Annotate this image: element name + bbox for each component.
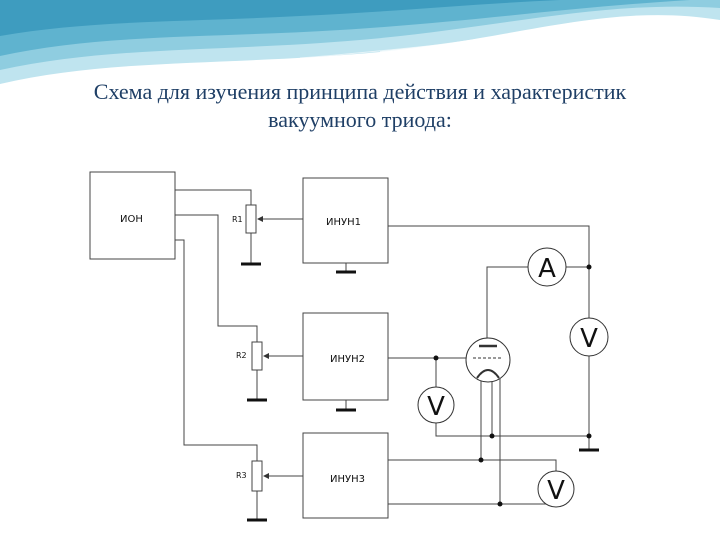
r3-label: R3	[236, 471, 247, 480]
voltmeter-grid-label: V	[427, 392, 445, 422]
voltmeter-anode	[569, 317, 609, 357]
inun3-label: ИНУН3	[330, 474, 365, 485]
inun1-block	[302, 177, 389, 264]
r2-label: R2	[236, 351, 247, 360]
slide-title: Схема для изучения принципа действия и х…	[0, 78, 720, 134]
title-line-1: Схема для изучения принципа действия и х…	[93, 79, 627, 104]
header-wave-decoration	[0, 0, 720, 84]
triode-tube	[465, 337, 511, 383]
voltmeter-anode-label: V	[580, 324, 598, 354]
r1-label: R1	[232, 215, 243, 224]
inun3-block	[302, 432, 389, 519]
voltmeter-filament	[537, 470, 575, 508]
ion-block	[89, 171, 176, 260]
ammeter-label: A	[538, 254, 556, 284]
inun1-label: ИНУН1	[326, 217, 361, 228]
inun2-label: ИНУН2	[330, 354, 365, 365]
resistor-r3	[251, 460, 263, 492]
voltmeter-grid	[417, 386, 455, 424]
ion-label: ИОН	[120, 214, 143, 225]
voltmeter-filament-label: V	[547, 476, 565, 506]
resistor-r1	[245, 204, 257, 234]
resistor-r2	[251, 341, 263, 371]
title-line-2: вакуумного триода:	[268, 107, 452, 132]
ammeter	[527, 247, 567, 287]
